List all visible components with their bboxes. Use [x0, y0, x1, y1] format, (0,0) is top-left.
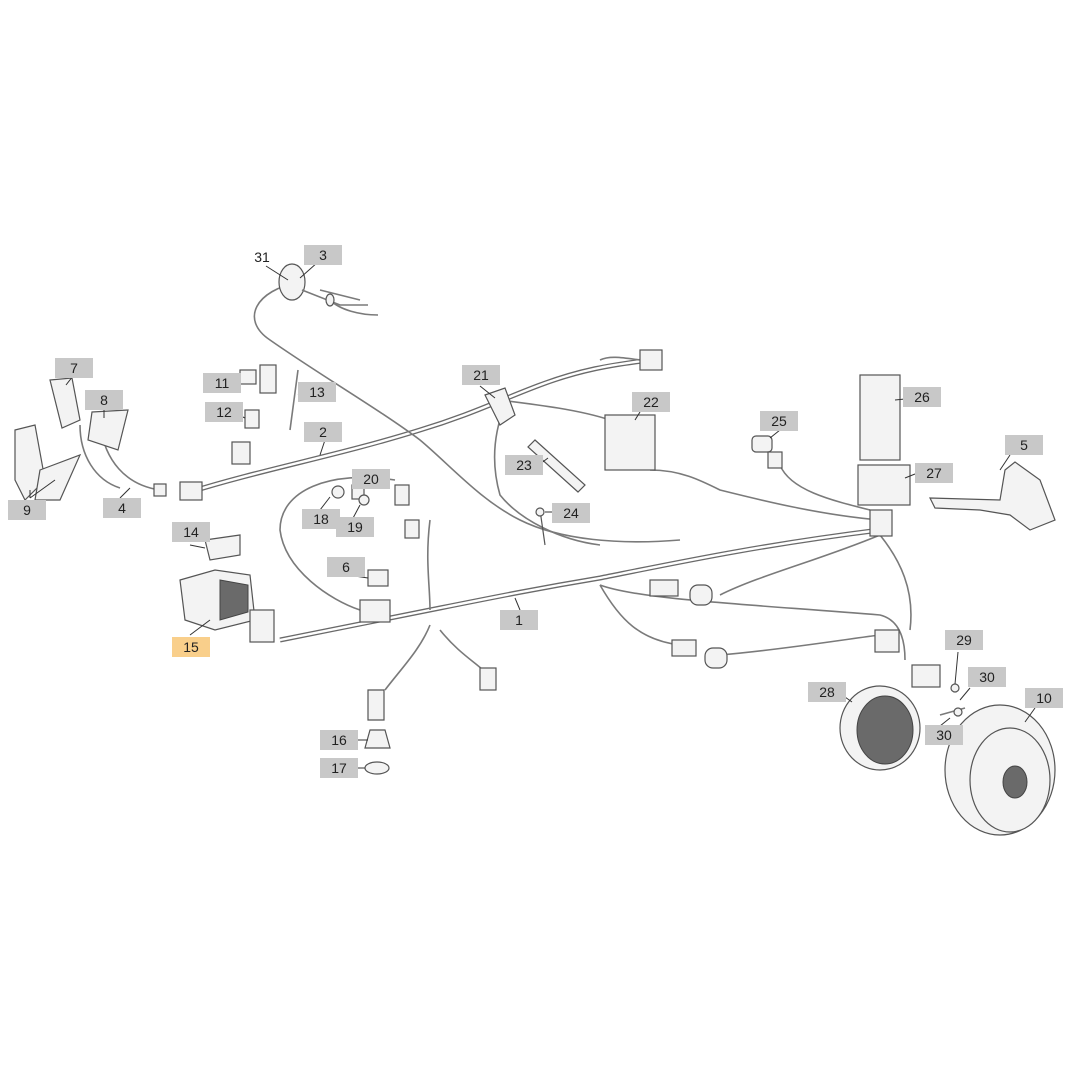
- relay-14: [204, 534, 241, 561]
- callout-19[interactable]: 19: [336, 517, 374, 537]
- callout-10[interactable]: 10: [1025, 688, 1063, 708]
- callout-14[interactable]: 14: [172, 522, 210, 542]
- parts-29-30: [939, 683, 966, 717]
- callout-7[interactable]: 7: [55, 358, 93, 378]
- callout-8[interactable]: 8: [85, 390, 123, 410]
- callout-28[interactable]: 28: [808, 682, 846, 702]
- callout-29[interactable]: 29: [945, 630, 983, 650]
- regulator-15: [179, 569, 275, 643]
- main-harness: [279, 527, 881, 643]
- callout-27[interactable]: 27: [915, 463, 953, 483]
- callout-30-upper[interactable]: 30: [968, 667, 1006, 687]
- callout-16[interactable]: 16: [320, 730, 358, 750]
- callout-24[interactable]: 24: [552, 503, 590, 523]
- switch-11-12-13: [231, 364, 299, 465]
- callout-31[interactable]: 31: [254, 249, 270, 265]
- callout-12[interactable]: 12: [205, 402, 243, 422]
- reflector-parts: [14, 377, 129, 502]
- callout-23[interactable]: 23: [505, 455, 543, 475]
- callout-17[interactable]: 17: [320, 758, 358, 778]
- connector-4: [153, 481, 203, 501]
- callout-30-lower[interactable]: 30: [925, 725, 963, 745]
- parts-18-19-20: [331, 484, 420, 539]
- callout-9[interactable]: 9: [8, 500, 46, 520]
- callout-18[interactable]: 18: [302, 509, 340, 529]
- harness-2: [189, 357, 651, 495]
- callout-2[interactable]: 2: [304, 422, 342, 442]
- sensor-16-17: [364, 689, 391, 775]
- callout-6[interactable]: 6: [327, 557, 365, 577]
- ignition-coil-21-22: [484, 349, 663, 471]
- callout-13[interactable]: 13: [298, 382, 336, 402]
- cdi-unit-26-27: [857, 374, 911, 537]
- callout-5[interactable]: 5: [1005, 435, 1043, 455]
- harness-connectors: [479, 579, 728, 691]
- callout-4[interactable]: 4: [103, 498, 141, 518]
- kill-switch-part: [278, 263, 368, 307]
- bracket-5: [929, 461, 1056, 531]
- stator-28: [839, 629, 941, 771]
- callout-26[interactable]: 26: [903, 387, 941, 407]
- wires: [79, 281, 912, 691]
- callout-3[interactable]: 3: [304, 245, 342, 265]
- callout-15-selected[interactable]: 15: [172, 637, 210, 657]
- callout-20[interactable]: 20: [352, 469, 390, 489]
- screw-24: [535, 507, 546, 546]
- flywheel-10: [944, 704, 1056, 836]
- callout-11[interactable]: 11: [203, 373, 241, 393]
- callout-22[interactable]: 22: [632, 392, 670, 412]
- part-25: [751, 435, 783, 469]
- fuse-6: [359, 569, 391, 623]
- spark-plug-23: [527, 439, 586, 493]
- callout-1[interactable]: 1: [500, 610, 538, 630]
- callout-21[interactable]: 21: [462, 365, 500, 385]
- callout-25[interactable]: 25: [760, 411, 798, 431]
